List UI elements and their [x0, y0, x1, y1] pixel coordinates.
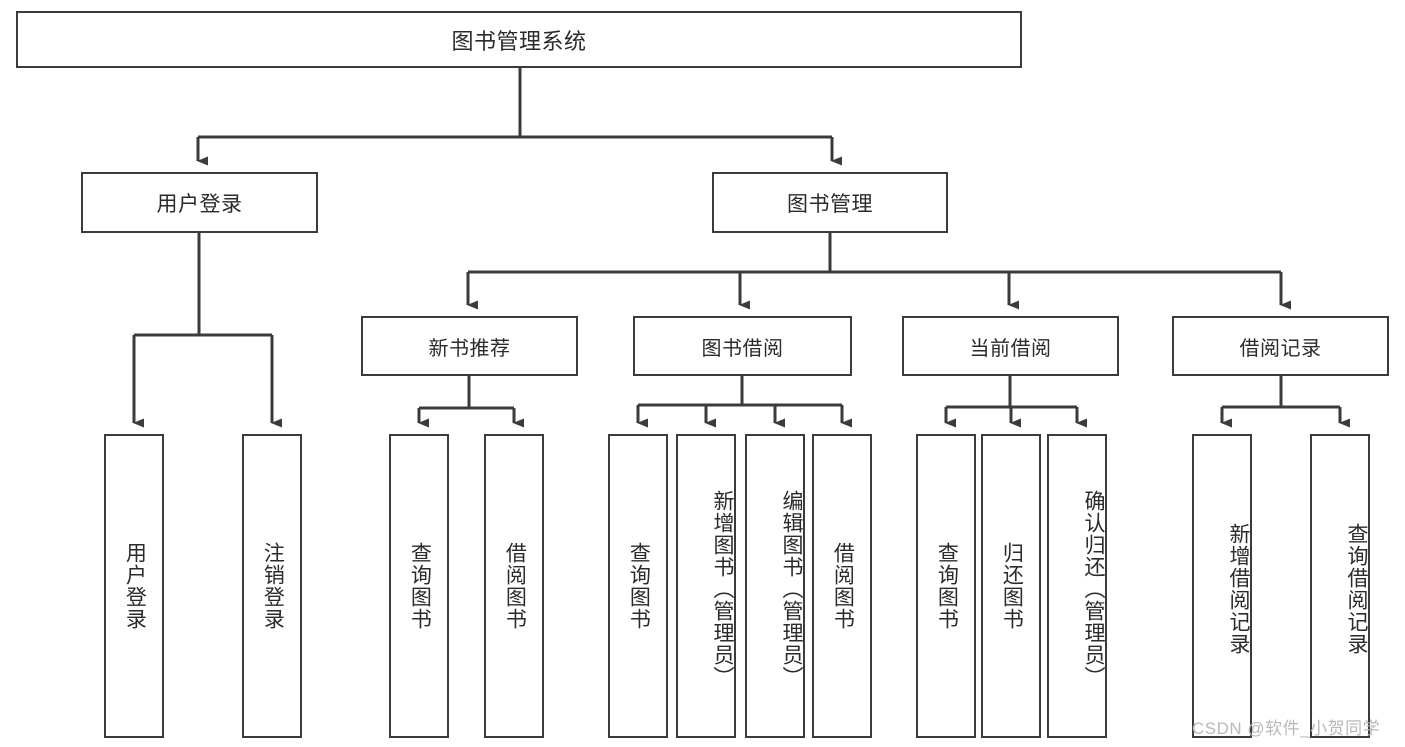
node-leaf-query-book-1[interactable]: 查询图书: [389, 434, 449, 738]
node-leaf-confirm-return[interactable]: 确认归还（管理员）: [1047, 434, 1107, 738]
node-borrow-record-label: 借阅记录: [1239, 337, 1322, 360]
node-current-borrow-label: 当前借阅: [969, 337, 1052, 360]
node-leaf-add-record[interactable]: 新增借阅记录: [1192, 434, 1252, 738]
edges-current-borrow-to-leaves: [944, 376, 1087, 428]
node-leaf-borrow-book-1[interactable]: 借阅图书: [484, 434, 544, 738]
node-leaf-user-login[interactable]: 用户登录: [104, 434, 164, 738]
edges-book-borrow-to-leaves: [636, 376, 852, 428]
node-book-management-label: 图书管理: [787, 192, 873, 216]
node-root-system[interactable]: 图书管理系统: [16, 11, 1022, 68]
node-leaf-logout[interactable]: 注销登录: [242, 434, 302, 738]
edges-user-login-to-leaves: [132, 233, 282, 428]
node-root-label: 图书管理系统: [451, 28, 587, 54]
node-book-borrow-label: 图书借阅: [701, 337, 784, 360]
edges-borrow-record-to-leaves: [1220, 376, 1350, 428]
edges-root-to-level1: [196, 68, 842, 166]
node-book-borrow[interactable]: 图书借阅: [633, 316, 852, 376]
edges-new-book-recommend-to-leaves: [417, 376, 524, 428]
node-leaf-query-record[interactable]: 查询借阅记录: [1310, 434, 1370, 738]
node-leaf-edit-book[interactable]: 编辑图书（管理员）: [745, 434, 805, 738]
edges-book-management-to-level2: [466, 233, 1291, 310]
node-user-login-label: 用户登录: [156, 192, 243, 216]
node-leaf-return-book[interactable]: 归还图书: [981, 434, 1041, 738]
node-new-book-recommend[interactable]: 新书推荐: [361, 316, 578, 376]
node-user-login[interactable]: 用户登录: [81, 172, 318, 233]
node-book-management[interactable]: 图书管理: [712, 172, 948, 233]
node-current-borrow[interactable]: 当前借阅: [902, 316, 1119, 376]
node-borrow-record[interactable]: 借阅记录: [1172, 316, 1389, 376]
node-leaf-query-book-3[interactable]: 查询图书: [916, 434, 976, 738]
node-new-book-recommend-label: 新书推荐: [428, 337, 511, 360]
node-leaf-borrow-book-2[interactable]: 借阅图书: [812, 434, 872, 738]
node-leaf-add-book[interactable]: 新增图书（管理员）: [676, 434, 736, 738]
node-leaf-query-book-2[interactable]: 查询图书: [608, 434, 668, 738]
csdn-watermark: CSDN @软件_小贺同学: [1192, 719, 1381, 738]
